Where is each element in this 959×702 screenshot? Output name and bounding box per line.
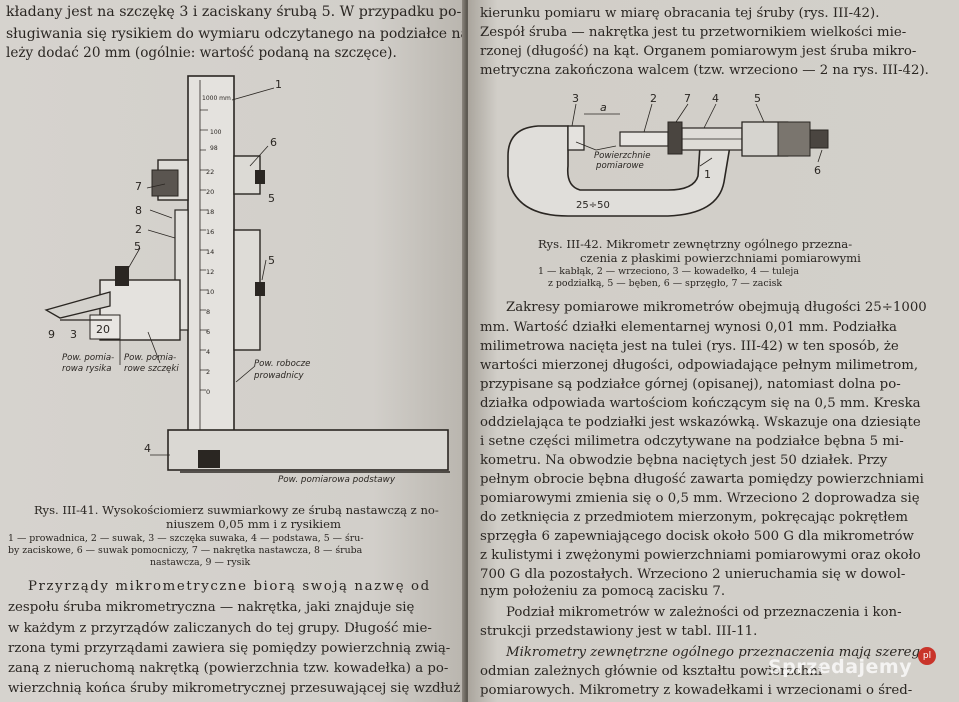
right-body-line-19: Mikrometry zewnętrzne ogólnego przeznacz… xyxy=(506,645,920,660)
mic-callout-6: 6 xyxy=(814,164,821,177)
fig41-legend-2: by zaciskowe, 6 — suwak pomocniczy, 7 — … xyxy=(8,545,363,556)
scale-num-14: 14 xyxy=(206,248,214,256)
fig42-legend-1: 1 — kabłąk, 2 — wrzeciono, 3 — kowadełko… xyxy=(538,266,799,277)
right-body-line-3: milimetrowa nacięta jest na tulei (rys. … xyxy=(480,339,899,354)
left-page: kładany jest na szczękę 3 i zaciskany śr… xyxy=(0,0,466,702)
scale-num-8: 8 xyxy=(206,308,210,316)
callout-1: 1 xyxy=(275,78,282,91)
right-body-line-11: pomiarowymi zmienia się o 0,5 mm. Wrzeci… xyxy=(480,491,920,506)
scale-num-16: 16 xyxy=(206,228,214,236)
scale-num-10: 10 xyxy=(206,288,214,296)
fig42-caption-line-1: Rys. III-42. Mikrometr zewnętrzny ogólne… xyxy=(538,237,853,251)
fig41-caption-line-2: niuszem 0,05 mm i z rysikiem xyxy=(166,517,341,531)
label-base-surface: Pow. pomiarowa podstawy xyxy=(278,475,396,485)
right-body-line-2: mm. Wartość działki elementarnej wynosi … xyxy=(480,320,897,335)
right-body-line-13: sprzęgła 6 zapewniającego docisk około 5… xyxy=(480,529,914,544)
right-top-line-3: rzonej (długość) na kąt. Organem pomiaro… xyxy=(480,44,917,59)
label-guide-surface-2: prowadnicy xyxy=(253,371,305,381)
scale-num-6: 6 xyxy=(206,328,210,336)
mic-callout-5: 5 xyxy=(754,92,761,105)
scale-num-12: 12 xyxy=(206,268,214,276)
scale-top-label: 1000 mm xyxy=(202,95,231,102)
right-body-line-14: z kulistymi i zwężonymi powierzchniami p… xyxy=(480,548,921,563)
right-body-line-1: Zakresy pomiarowe mikrometrów obejmują d… xyxy=(506,300,927,315)
watermark-badge: pl xyxy=(918,647,936,665)
right-page: kierunku pomiaru w miarę obracania tej ś… xyxy=(468,0,959,702)
callout-6: 6 xyxy=(270,136,277,149)
right-body-line-4: wartości mierzonej długości, odpowiadają… xyxy=(480,358,919,373)
micrometer-figure: 3 a 2 7 4 5 1 6 25÷50 Powierzchnie pomia… xyxy=(507,92,829,217)
right-top-line-4: metryczna zakończona walcem (tzw. wrzeci… xyxy=(480,63,929,78)
right-body-line-20: odmian zależnych głównie od kształtu pow… xyxy=(480,664,823,679)
mic-callout-7: 7 xyxy=(684,92,691,105)
right-body-line-12: do zetknięcia z przedmiotem mierzonym, p… xyxy=(480,510,909,525)
watermark-logo: Sprzedajemy xyxy=(768,656,913,678)
right-body-line-16: nym położeniu za pomocą zacisku 7. xyxy=(480,584,726,599)
callout-4: 4 xyxy=(144,442,151,455)
label-jaw-surface-1: Pow. pomia- xyxy=(124,353,176,363)
left-body-line-4: rzona tymi przyrządami zawiera się pomię… xyxy=(8,641,451,656)
mic-callout-a: a xyxy=(600,101,607,114)
left-body-line-2: zespołu śruba mikrometryczna — nakrętka,… xyxy=(8,600,415,615)
fig41-legend-1: 1 — prowadnica, 2 — suwak, 3 — szczęka s… xyxy=(8,533,364,544)
fig41-legend-3: nastawcza, 9 — rysik xyxy=(150,557,251,568)
mic-callout-1: 1 xyxy=(704,168,711,181)
callout-5c: 5 xyxy=(268,254,275,267)
right-top-line-2: Zespół śruba — nakrętka jest tu przetwor… xyxy=(480,25,907,40)
label-scriber-surface-1: Pow. pomia- xyxy=(62,353,114,363)
scale-num-100: 100 xyxy=(210,129,222,136)
mic-callout-4: 4 xyxy=(712,92,719,105)
fig41-caption-line-1: Rys. III-41. Wysokościomierz suwmiarkowy… xyxy=(34,503,439,517)
label-jaw-surface-2: rowe szczęki xyxy=(124,364,179,374)
scale-num-98: 98 xyxy=(210,145,218,152)
fig42-caption-line-2: czenia z płaskimi powierzchniami pomiaro… xyxy=(580,251,861,265)
scale-num-18: 18 xyxy=(206,208,214,216)
callout-3: 3 xyxy=(70,328,77,341)
label-guide-surface-1: Pow. robocze xyxy=(254,359,310,369)
book-gutter xyxy=(462,0,472,702)
right-body-line-15: 700 G dla pozostałych. Wrzeciono 2 unier… xyxy=(480,567,906,582)
left-body-line-1: Przyrządy mikrometryczne biorą swoją naz… xyxy=(28,579,431,594)
mic-label-surfaces-2: pomiarowe xyxy=(595,161,644,171)
height-gauge-figure: 1000 mm 100 98 22 20 18 16 14 12 10 8 6 … xyxy=(44,75,450,485)
scale-num-2: 2 xyxy=(206,368,210,376)
callout-8: 8 xyxy=(135,204,142,217)
right-body-line-18: strukcji przedstawiony jest w tabl. III-… xyxy=(480,624,758,639)
mic-range: 25÷50 xyxy=(576,200,610,211)
mic-callout-3: 3 xyxy=(572,92,579,105)
mic-label-surfaces-1: Powierzchnie xyxy=(594,151,650,161)
left-body-line-5: zaną z nieruchomą nakrętką (powierzchnia… xyxy=(8,661,449,676)
right-body-line-9: kometru. Na obwodzie bębna naciętych jes… xyxy=(480,453,888,468)
label-scriber-surface-2: rowa rysika xyxy=(62,364,112,374)
right-body-line-17: Podział mikrometrów w zależności od prze… xyxy=(506,605,902,620)
scale-num-22: 22 xyxy=(206,168,214,176)
right-body-line-8: i setne części milimetra odczytywane na … xyxy=(480,434,904,449)
callout-2: 2 xyxy=(135,223,142,236)
scale-num-20: 20 xyxy=(206,188,214,196)
callout-5a: 5 xyxy=(134,240,141,253)
right-body-line-10: pełnym obrocie bębna długość zawarta pom… xyxy=(480,472,924,487)
left-top-line-2: sługiwania się rysikiem do wymiaru odczy… xyxy=(6,26,466,42)
right-top-line-1: kierunku pomiaru w miarę obracania tej ś… xyxy=(480,6,880,21)
callout-7: 7 xyxy=(135,180,142,193)
callout-9: 9 xyxy=(48,328,55,341)
right-body-line-7: oddzielająca te podziałki jest wskazówką… xyxy=(480,415,921,430)
fig42-legend-2: z podziałką, 5 — bęben, 6 — sprzęgło, 7 … xyxy=(548,278,783,289)
jaw-value: 20 xyxy=(96,323,110,336)
left-top-line-3: leży dodać 20 mm (ogólnie: wartość podan… xyxy=(6,45,397,61)
scale-num-0: 0 xyxy=(206,388,210,396)
callout-5b: 5 xyxy=(268,192,275,205)
scale-num-4: 4 xyxy=(206,348,210,356)
right-body-line-6: działka odpowiada wartościom kończącym s… xyxy=(480,396,921,411)
mic-callout-2: 2 xyxy=(650,92,657,105)
right-body-line-21: pomiarowych. Mikrometry z kowadełkami i … xyxy=(480,683,913,698)
left-top-line-1: kładany jest na szczękę 3 i zaciskany śr… xyxy=(6,4,462,20)
left-body-line-3: w każdym z przyrządów zaliczanych do tej… xyxy=(8,621,432,636)
left-body-line-6: wierzchnią końca śruby mikrometrycznej p… xyxy=(8,681,461,696)
right-body-line-5: przypisane są podziałce górnej (opisanej… xyxy=(480,377,901,392)
